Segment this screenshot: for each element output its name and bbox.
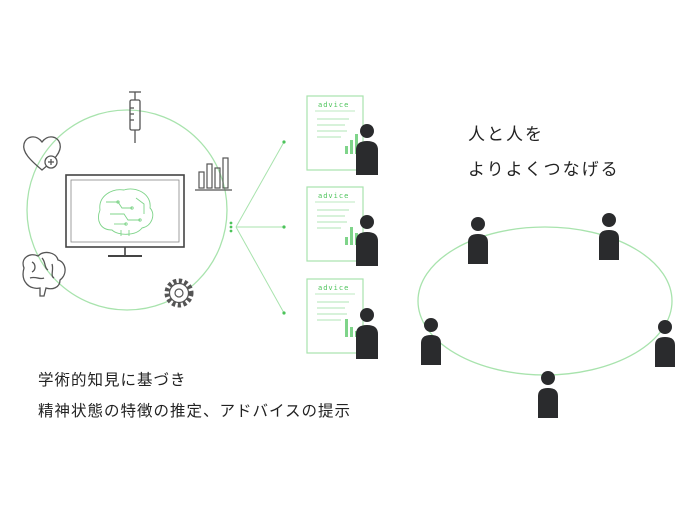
- knowledge-circle: [26, 109, 228, 311]
- advice-document: advice: [306, 95, 364, 171]
- connector: [229, 140, 286, 315]
- person-icon: [468, 217, 488, 264]
- person-icon: [599, 213, 619, 260]
- person-icon: [655, 320, 675, 367]
- bar-chart-icon: [195, 157, 232, 191]
- advice-label: advice: [318, 284, 349, 292]
- advice-document: advice: [306, 278, 364, 354]
- person-icon: [538, 371, 558, 418]
- advice-label: advice: [318, 101, 349, 109]
- brain-icon: [22, 251, 66, 297]
- syringe-icon: [129, 91, 141, 143]
- heart-plus-icon: [23, 136, 61, 171]
- caption-line-1: 学術的知見に基づき: [38, 371, 187, 389]
- tagline-line-1: 人と人を: [468, 125, 544, 145]
- caption-line-2: 精神状態の特徴の推定、アドバイスの提示: [38, 402, 352, 420]
- person-icon: [356, 308, 378, 359]
- advice-document: advice: [306, 186, 364, 262]
- tagline-line-2: よりよくつなげる: [468, 160, 620, 180]
- person-icon: [356, 124, 378, 175]
- community-ellipse: [417, 226, 673, 376]
- advice-label: advice: [318, 192, 349, 200]
- person-icon: [421, 318, 441, 365]
- person-icon: [356, 215, 378, 266]
- gear-icon: [164, 278, 194, 308]
- monitor-brain-icon: [65, 174, 185, 257]
